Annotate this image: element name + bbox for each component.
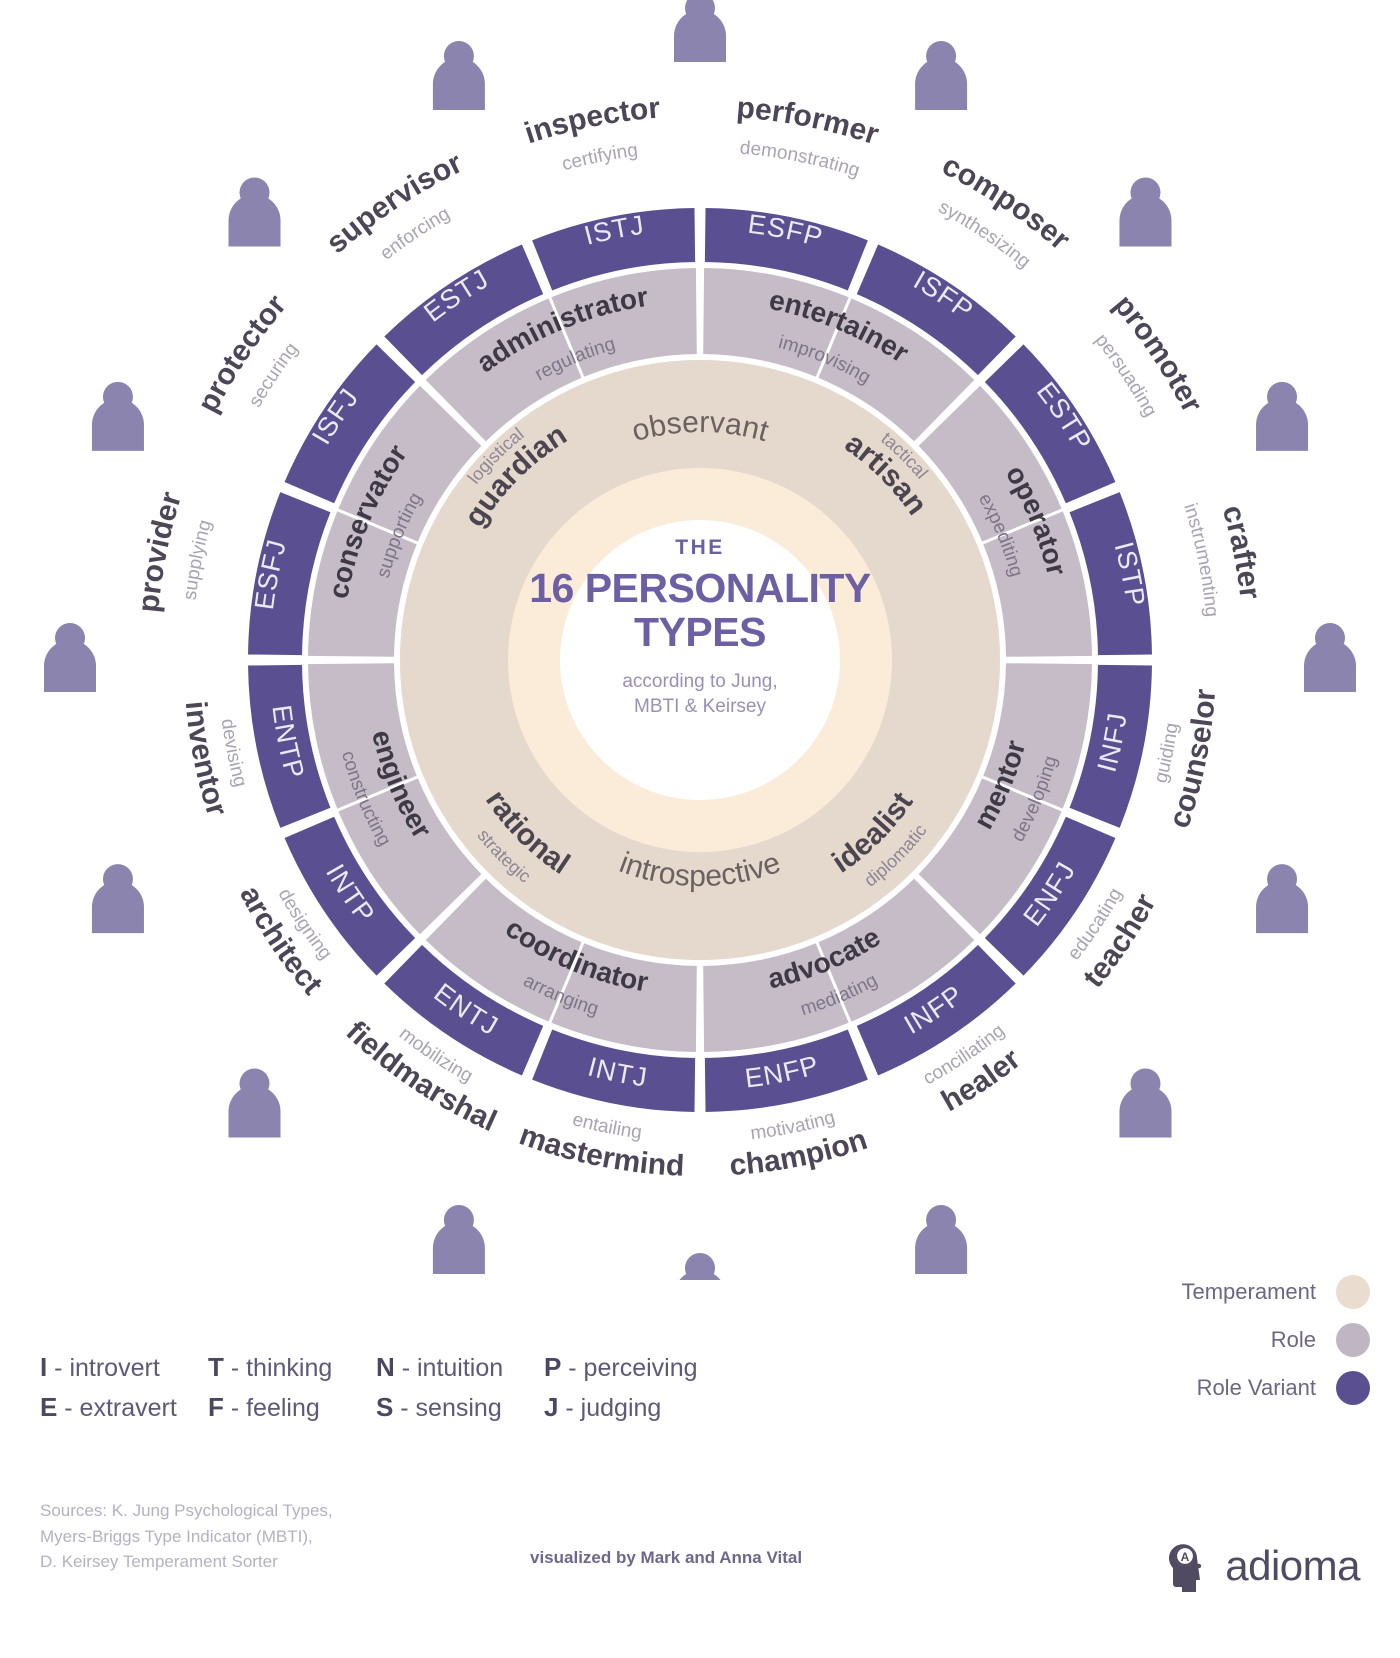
role-operator <box>918 385 1092 657</box>
role-administrator <box>425 268 697 442</box>
ring-role <box>308 268 1092 1052</box>
variant-INTP <box>284 816 416 976</box>
inventor-icon <box>91 864 144 934</box>
key-line: P - perceiving <box>544 1352 698 1382</box>
variant-ISFJ <box>284 344 416 504</box>
svg-text:certifying: certifying <box>560 140 639 176</box>
variant-ESTJ <box>384 244 544 376</box>
mastermind-icon <box>679 1253 721 1280</box>
variant-ESFJ <box>248 492 331 656</box>
svg-text:demonstrating: demonstrating <box>739 138 862 182</box>
svg-text:supplying: supplying <box>180 518 216 602</box>
svg-text:A: A <box>1181 1550 1190 1564</box>
sources-line-3: D. Keirsey Temperament Sorter <box>40 1552 278 1571</box>
legend-label: Temperament <box>1181 1279 1316 1304</box>
key-line: J - judging <box>544 1391 662 1422</box>
key-letter: S <box>376 1391 394 1422</box>
performer-icon <box>674 0 726 62</box>
legend-swatch <box>1336 1275 1370 1309</box>
variant-INFJ <box>1069 664 1152 828</box>
legend-label: Role Variant <box>1196 1375 1316 1400</box>
visualized-by: visualized by Mark and Anna Vital <box>530 1548 803 1567</box>
variant-ENFJ <box>984 816 1116 976</box>
type-icons <box>44 0 1356 1280</box>
variant-INFP <box>856 944 1016 1076</box>
key-line: N - intuition <box>376 1352 504 1382</box>
personality-wheel: observantintrospectiveguardianlogistical… <box>44 0 1356 1280</box>
key-column-3: P - perceiving J - judging <box>544 1348 712 1427</box>
provider-icon <box>44 623 96 692</box>
legend-item-1: Role <box>1040 1316 1370 1364</box>
key-line: E - extravert <box>40 1391 177 1422</box>
variant-ISFP <box>856 244 1016 376</box>
svg-text:provider: provider <box>132 488 188 614</box>
protector-icon <box>91 381 144 451</box>
svg-text:crafter: crafter <box>1216 502 1267 602</box>
counselor-icon <box>1304 623 1356 692</box>
promoter-icon <box>1119 177 1172 247</box>
variant-ISTP <box>1069 492 1152 656</box>
key-line: F - feeling <box>208 1391 320 1422</box>
sources-line-2: Myers-Briggs Type Indicator (MBTI), <box>40 1526 313 1546</box>
role-engineer <box>308 663 482 935</box>
composer-icon <box>915 40 968 110</box>
legend-item-0: Temperament <box>1040 1268 1370 1316</box>
supervisor-icon <box>228 177 281 247</box>
role-coordinator <box>425 878 697 1052</box>
legend-swatch <box>1336 1323 1370 1357</box>
key-column-0: I - introvert E - extravert <box>40 1348 208 1427</box>
variant-INTJ <box>532 1029 696 1112</box>
variant-ENFP <box>704 1029 868 1112</box>
key-line: I - introvert <box>40 1352 160 1382</box>
ring-core <box>400 360 1000 960</box>
key-letter: T <box>208 1352 224 1382</box>
sources-note: Sources: K. Jung Psychological Types, My… <box>40 1498 333 1575</box>
role-advocate <box>703 878 975 1052</box>
key-letter: P <box>544 1352 562 1382</box>
variant-ESFP <box>704 208 868 291</box>
key-line: S - sensing <box>376 1391 502 1422</box>
letter-key: I - introvert E - extravert T - thinking F … <box>40 1348 712 1427</box>
fieldmarshal-icon <box>432 1205 485 1275</box>
role-conservator <box>308 385 482 657</box>
sources-line-1: Sources: K. Jung Psychological Types, <box>40 1501 333 1520</box>
key-letter: E <box>40 1391 58 1422</box>
key-letter: I <box>40 1352 48 1382</box>
healer-icon <box>1119 1068 1172 1138</box>
key-column-1: T - thinking F - feeling <box>208 1348 376 1427</box>
svg-text:instrumenting: instrumenting <box>1179 501 1222 618</box>
variant-ENTJ <box>384 944 544 1076</box>
svg-text:inspector: inspector <box>521 91 662 150</box>
adioma-logo[interactable]: A adioma <box>1161 1540 1360 1592</box>
key-letter: N <box>376 1352 395 1382</box>
role-mentor <box>918 663 1092 935</box>
key-letter: F <box>208 1391 224 1422</box>
ring-variant <box>248 208 1152 1112</box>
inspector-icon <box>432 40 485 110</box>
key-line: T - thinking <box>208 1352 333 1382</box>
adioma-head-icon: A <box>1169 1544 1202 1592</box>
crafter-icon <box>1256 381 1309 451</box>
variant-ESTP <box>984 344 1116 504</box>
legend-swatch <box>1336 1371 1370 1405</box>
teacher-icon <box>1256 864 1309 934</box>
variant-ENTP <box>248 664 331 828</box>
architect-icon <box>228 1068 281 1138</box>
key-column-2: N - intuition S - sensing <box>376 1348 544 1427</box>
variant-ISTJ <box>532 208 696 291</box>
role-entertainer <box>703 268 975 442</box>
adioma-wordmark: adioma <box>1225 1542 1360 1589</box>
legend-item-2: Role Variant <box>1040 1364 1370 1412</box>
champion-icon <box>915 1205 968 1275</box>
legend-label: Role <box>1270 1327 1316 1352</box>
key-letter: J <box>544 1391 559 1422</box>
